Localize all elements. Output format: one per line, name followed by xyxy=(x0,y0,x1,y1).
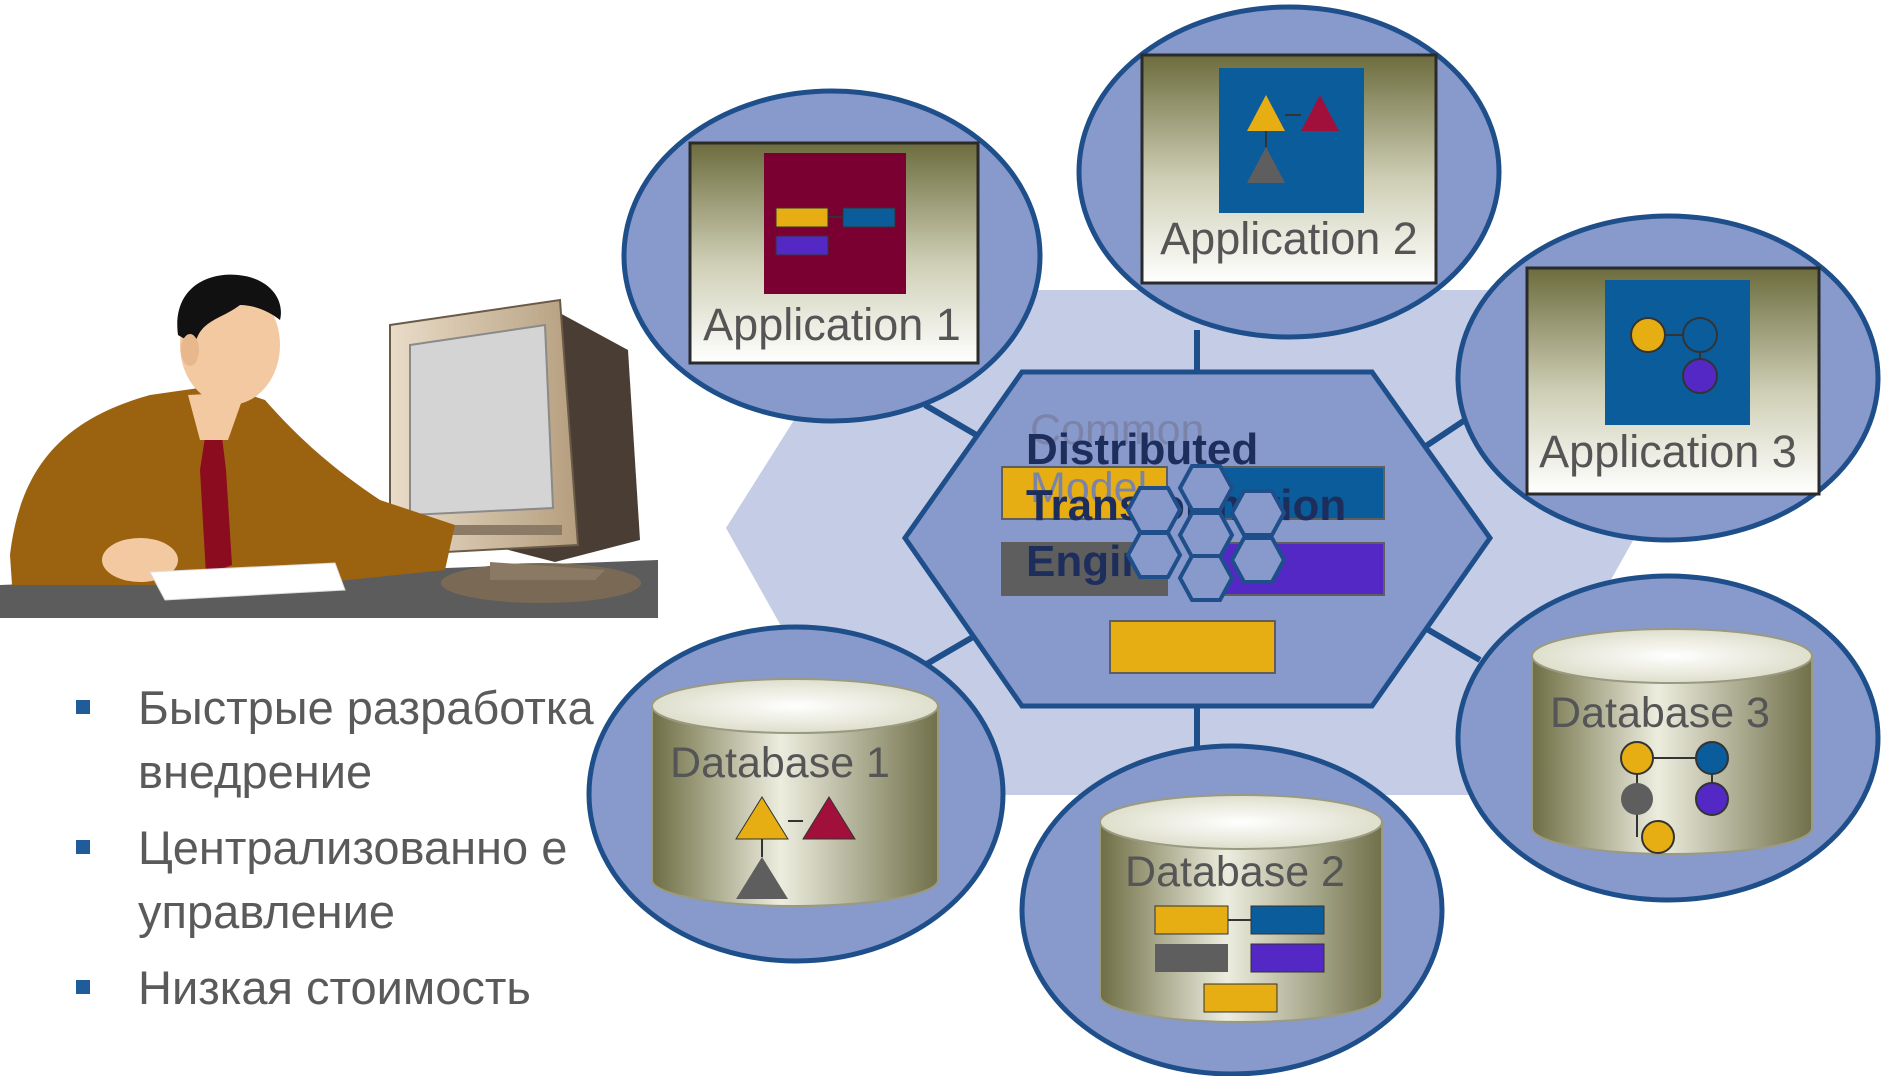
center-label-line-1: Distributed xyxy=(1026,425,1258,474)
database-1-icon xyxy=(735,796,856,899)
application-1-label: Application 1 xyxy=(703,299,961,350)
benefit-text: Быстрые разработка внедрение xyxy=(138,681,594,798)
database-2-label: Database 2 xyxy=(1125,848,1345,896)
application-2-icon xyxy=(1219,68,1364,213)
application-1-node: Application 1 xyxy=(621,88,1043,424)
database-1-node: Database 1 xyxy=(586,624,1006,964)
database-3-node: Database 3 xyxy=(1455,573,1881,903)
database-3-label: Database 3 xyxy=(1550,689,1770,737)
application-2-label: Application 2 xyxy=(1160,213,1418,264)
benefits-list: Быстрые разработка внедрение Централизов… xyxy=(70,676,610,1032)
application-3-node: Application 3 xyxy=(1455,213,1881,543)
central-engine-node: Common Model Distributed Transformation … xyxy=(901,369,1494,709)
benefit-text: Низкая стоимость xyxy=(138,961,531,1014)
benefit-item: Быстрые разработка внедрение xyxy=(70,676,610,804)
application-2-node: Application 2 xyxy=(1076,4,1502,340)
database-1-label: Database 1 xyxy=(670,739,890,787)
benefit-item: Централизованно е управление xyxy=(70,816,610,944)
benefit-text: Централизованно е управление xyxy=(138,821,568,938)
person-at-computer-icon xyxy=(0,274,658,618)
square-bullet-icon xyxy=(76,840,90,854)
hex-cluster-icon xyxy=(1125,464,1287,602)
application-3-label: Application 3 xyxy=(1539,426,1797,477)
database-2-node: Database 2 xyxy=(1019,743,1445,1076)
database-2-icon xyxy=(1154,905,1325,1013)
square-bullet-icon xyxy=(76,980,90,994)
application-3-icon xyxy=(1605,280,1750,425)
database-3-icon xyxy=(1620,741,1729,854)
ghost-label-line-2: Model xyxy=(1030,464,1147,512)
benefit-item: Низкая стоимость xyxy=(70,956,610,1020)
square-bullet-icon xyxy=(76,700,90,714)
ghost-label-line-1: Common xyxy=(1030,406,1204,454)
model-block-bottom xyxy=(1109,620,1276,674)
